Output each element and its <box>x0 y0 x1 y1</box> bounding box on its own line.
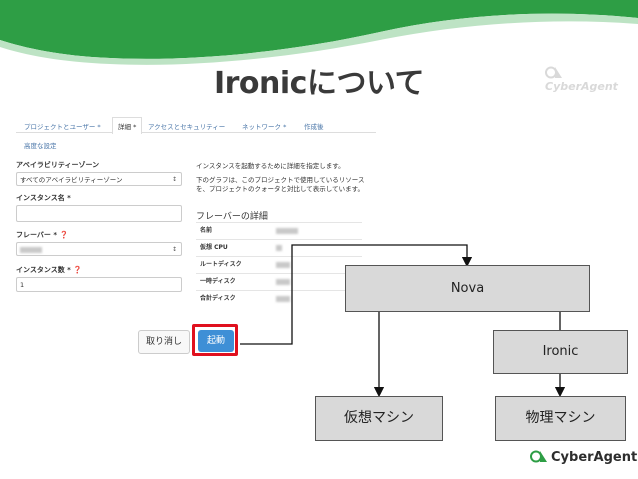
redacted-value <box>276 245 282 251</box>
instance-count-label: インスタンス数 * ❓ <box>16 266 82 274</box>
redacted-value <box>276 279 290 285</box>
launch-to-nova-line <box>240 244 473 345</box>
flavor-row-root-disk: ルートディスク <box>196 256 362 273</box>
redacted-value <box>276 228 298 234</box>
redacted-value <box>276 262 290 268</box>
flavor-row-total-disk: 合計ディスク <box>196 290 362 307</box>
az-select[interactable]: すべてのアベイラビリティーゾーン <box>16 172 182 187</box>
flavor-row-label: 一時ディスク <box>200 278 236 285</box>
cyberagent-logo-top: CyberAgent <box>545 66 638 93</box>
quota-description: 下のグラフは、このプロジェクトで使用しているリソースを、プロジェクトのクォータと… <box>196 176 365 193</box>
flavor-details-table: 名前 仮想 CPU ルートディスク 一時ディスク 合計ディスク <box>196 222 362 307</box>
cyberagent-logo-bottom: CyberAgent <box>530 450 637 465</box>
tab-network[interactable]: ネットワーク * <box>242 123 287 131</box>
tab-post-creation[interactable]: 作成後 <box>304 123 324 131</box>
tab-divider <box>16 132 376 133</box>
redacted-value <box>276 296 290 302</box>
virtual-machine-box: 仮想マシン <box>315 396 443 441</box>
launch-highlight-box <box>192 324 238 356</box>
nova-box: Nova <box>345 265 590 312</box>
launch-instance-tabs: プロジェクトとユーザー * 詳細 * アクセスとセキュリティー ネットワーク *… <box>16 116 376 162</box>
flavor-details-title: フレーバーの詳細 <box>196 212 268 222</box>
launch-button[interactable]: 起動 <box>198 330 234 352</box>
tab-access-security[interactable]: アクセスとセキュリティー <box>148 123 226 131</box>
flavor-row-label: ルートディスク <box>200 261 242 268</box>
cancel-button[interactable]: 取り消し <box>138 330 190 354</box>
cyberagent-logo-icon <box>545 66 563 79</box>
flavor-select[interactable] <box>16 242 182 257</box>
logo-text-bottom: CyberAgent <box>551 450 638 465</box>
tab-advanced[interactable]: 高度な設定 <box>24 142 57 150</box>
flavor-row-ephemeral-disk: 一時ディスク <box>196 273 362 290</box>
flavor-row-label: 合計ディスク <box>200 295 236 302</box>
ironic-box: Ironic <box>493 330 628 374</box>
tab-project-user[interactable]: プロジェクトとユーザー * <box>24 123 101 131</box>
flavor-redacted <box>20 247 42 253</box>
details-description: インスタンスを起動するために詳細を指定します。 <box>196 162 345 170</box>
logo-text-top: CyberAgent <box>545 80 618 93</box>
flavor-row-label: 仮想 CPU <box>200 244 228 251</box>
instance-name-input[interactable] <box>16 205 182 222</box>
instance-name-label: インスタンス名 * <box>16 194 71 202</box>
cyberagent-logo-icon <box>530 450 548 463</box>
instance-count-input[interactable]: 1 <box>16 277 182 292</box>
physical-machine-box: 物理マシン <box>495 396 626 441</box>
tab-details[interactable]: 詳細 * <box>112 117 143 134</box>
flavor-label: フレーバー * ❓ <box>16 231 69 239</box>
az-label: アベイラビリティーゾーン <box>16 161 100 169</box>
flavor-row-vcpu: 仮想 CPU <box>196 239 362 256</box>
slide-title: Ironicについて <box>213 66 425 101</box>
header-wave <box>0 0 638 65</box>
flavor-row-name: 名前 <box>196 222 362 239</box>
flavor-row-label: 名前 <box>200 227 213 234</box>
